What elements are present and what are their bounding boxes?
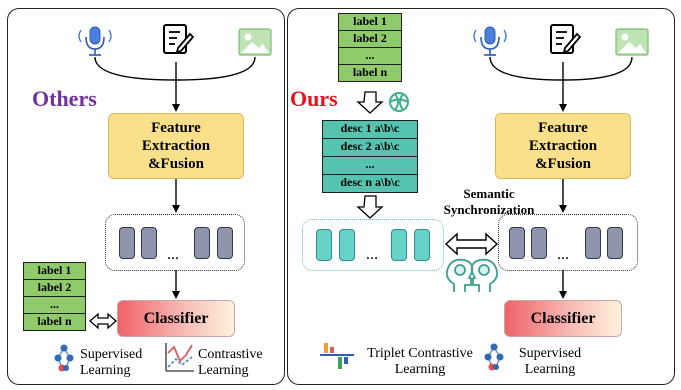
feature-ellipsis-left: … [167, 248, 179, 262]
feature-extraction-label-left: Feature Extraction &Fusion [141, 120, 211, 172]
label-cell-right: ... [338, 47, 402, 65]
feature-extraction-box-left: Feature Extraction &Fusion [108, 113, 244, 179]
desc-cell: desc 1 a\b\c [322, 120, 418, 139]
feature-extraction-label-right: Feature Extraction &Fusion [528, 120, 598, 172]
ours-title: Ours [290, 86, 338, 111]
feature-extraction-box-right: Feature Extraction &Fusion [495, 113, 631, 179]
document-edit-icon-left [163, 24, 195, 54]
label-cell-right: label 1 [338, 13, 402, 31]
feature-block [217, 227, 233, 259]
feature-block [194, 227, 210, 259]
text-feature-block [414, 229, 430, 261]
left-double-arrow [89, 312, 117, 330]
bar-axis-icon [320, 343, 354, 369]
hollow-arrow-labels-to-desc [356, 91, 384, 114]
text-feature-ellipsis: … [366, 248, 378, 262]
image-icon-left [238, 28, 272, 56]
label-cell-left: label 1 [23, 262, 86, 280]
classifier-label-left: Classifier [143, 309, 209, 327]
classifier-left: Classifier [117, 300, 235, 337]
label-cell-left: ... [23, 296, 86, 314]
right-panel [287, 8, 675, 385]
left-panel [7, 8, 285, 385]
microphone-icon-left [78, 26, 112, 56]
microphone-icon-right [473, 26, 507, 56]
legend-contrastive-left: Contrastive Learning [198, 347, 263, 378]
text-feature-block [391, 229, 407, 261]
image-icon-right [615, 28, 649, 56]
classifier-label-right: Classifier [530, 309, 596, 327]
text-feature-box [302, 219, 444, 271]
sync-double-arrow [444, 232, 499, 256]
feature-ellipsis-right: … [557, 248, 569, 262]
text-feature-block [339, 229, 355, 261]
feature-vector-box-right [498, 214, 638, 271]
tree-network-icon-left [54, 344, 74, 372]
legend-supervised-left: Supervised Learning [80, 347, 143, 378]
hollow-arrow-desc-to-text-features [356, 195, 384, 219]
right-modality-merge-curve [489, 56, 633, 81]
feature-block [607, 227, 623, 259]
legend-supervised-right: Supervised Learning [518, 346, 582, 377]
feature-block [119, 227, 135, 259]
others-title: Others [32, 86, 97, 111]
label-cell-left: label n [23, 313, 86, 331]
text-feature-block [316, 229, 332, 261]
openai-logo-icon [389, 92, 409, 112]
desc-cell: desc 2 a\b\c [322, 138, 418, 157]
thinking-heads-icon [445, 258, 499, 292]
left-modality-merge-curve [94, 56, 256, 81]
label-cell-right: label n [338, 64, 402, 82]
feature-block [141, 227, 157, 259]
label-cell-left: label 2 [23, 279, 86, 297]
feature-block [585, 227, 601, 259]
tree-network-icon-right [484, 343, 504, 371]
desc-cell: ... [322, 156, 418, 175]
document-edit-icon-right [550, 24, 582, 54]
feature-vector-box-left [105, 214, 245, 271]
trend-lines-icon [165, 343, 194, 372]
desc-cell: desc n a\b\c [322, 174, 418, 193]
classifier-right: Classifier [504, 300, 622, 337]
label-cell-right: label 2 [338, 30, 402, 48]
legend-triplet-contrastive: Triplet Contrastive Learning [367, 346, 473, 377]
feature-block [509, 227, 525, 259]
feature-block [531, 227, 547, 259]
semantic-sync-label: Semantic Synchronization [443, 186, 535, 217]
